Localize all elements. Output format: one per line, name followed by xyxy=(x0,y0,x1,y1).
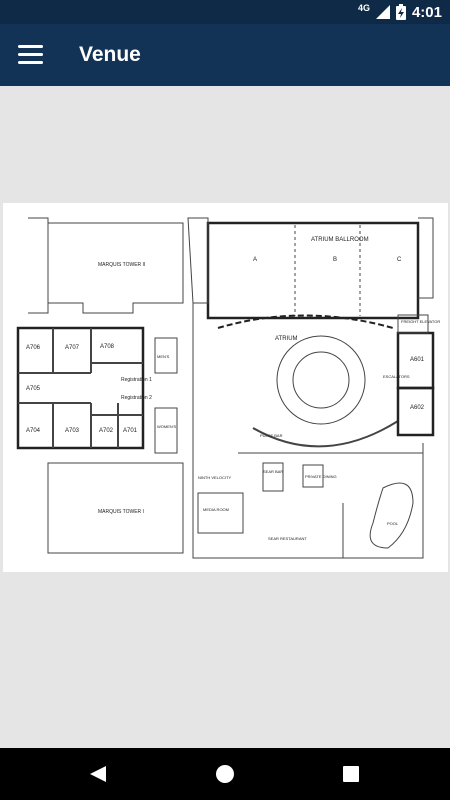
system-navigation-bar xyxy=(0,748,450,800)
label-section-c: C xyxy=(397,257,402,263)
a700-rooms-outline xyxy=(16,326,145,450)
back-triangle-icon[interactable] xyxy=(78,758,118,790)
label-a708: A708 xyxy=(100,344,115,350)
label-a701: A701 xyxy=(123,428,138,434)
home-circle-icon[interactable] xyxy=(205,758,245,790)
label-registration-1: Registration 1 xyxy=(121,377,152,383)
label-a703: A703 xyxy=(65,428,80,434)
atrium-arc xyxy=(217,314,394,329)
venue-floor-plan[interactable]: MARQUIS TOWER II MARQUIS TOWER I ATRIUM … xyxy=(3,203,448,572)
label-marquis-tower-ii: MARQUIS TOWER II xyxy=(98,262,145,268)
floor-plan-drawing: MARQUIS TOWER II MARQUIS TOWER I ATRIUM … xyxy=(16,217,440,559)
womens-room-outline xyxy=(154,407,178,454)
page-title: Venue xyxy=(79,43,141,66)
status-bar: 4G 4:01 xyxy=(0,0,450,24)
label-section-a: A xyxy=(253,257,257,263)
hamburger-menu-icon[interactable] xyxy=(14,39,48,71)
signal-icon xyxy=(375,5,390,19)
label-ninth-velocity: NINTH VELOCITY xyxy=(198,475,231,480)
marquis-tower-ii-outer xyxy=(28,217,49,314)
status-icons: 4G 4:01 xyxy=(358,0,442,24)
label-sear-restaurant: SEAR RESTAURANT xyxy=(268,536,307,541)
label-a602: A602 xyxy=(410,405,425,411)
mens-room-outline xyxy=(154,337,178,374)
label-mens: MEN'S xyxy=(157,354,170,359)
recents-square-icon[interactable] xyxy=(331,758,371,790)
label-atrium-ballroom: ATRIUM BALLROOM xyxy=(311,237,369,243)
label-escalators: ESCALATORS xyxy=(383,374,410,379)
label-a705: A705 xyxy=(26,386,41,392)
label-a706: A706 xyxy=(26,345,41,351)
room-a602-outline xyxy=(396,386,435,437)
network-type-label: 4G xyxy=(357,3,370,13)
label-marquis-tower-i: MARQUIS TOWER I xyxy=(98,509,144,515)
clock: 4:01 xyxy=(411,3,442,21)
label-pool: POOL xyxy=(387,521,399,526)
label-atrium: ATRIUM xyxy=(275,336,298,342)
marquis-tower-ii-outline xyxy=(47,222,184,314)
label-a601: A601 xyxy=(410,357,425,363)
label-a707: A707 xyxy=(65,345,80,351)
battery-charging-icon xyxy=(395,4,406,20)
label-section-b: B xyxy=(333,257,337,263)
pool-outline xyxy=(369,482,414,549)
rotunda xyxy=(276,335,366,425)
label-media-room: MEDIA ROOM xyxy=(203,507,229,512)
label-a704: A704 xyxy=(26,428,41,434)
label-a702: A702 xyxy=(99,428,114,434)
label-pulse-bar: PULSE BAR xyxy=(260,433,283,438)
label-womens: WOMEN'S xyxy=(157,424,177,429)
label-freight-elevator: FREIGHT ELEVATOR xyxy=(401,319,440,324)
app-bar: Venue xyxy=(0,24,450,86)
marquis-tower-i-outline xyxy=(47,462,184,554)
label-registration-2: Registration 2 xyxy=(121,395,152,401)
label-private-dining: PRIVATE DINING xyxy=(305,474,337,479)
label-sear-bar: SEAR BAR xyxy=(263,469,283,474)
